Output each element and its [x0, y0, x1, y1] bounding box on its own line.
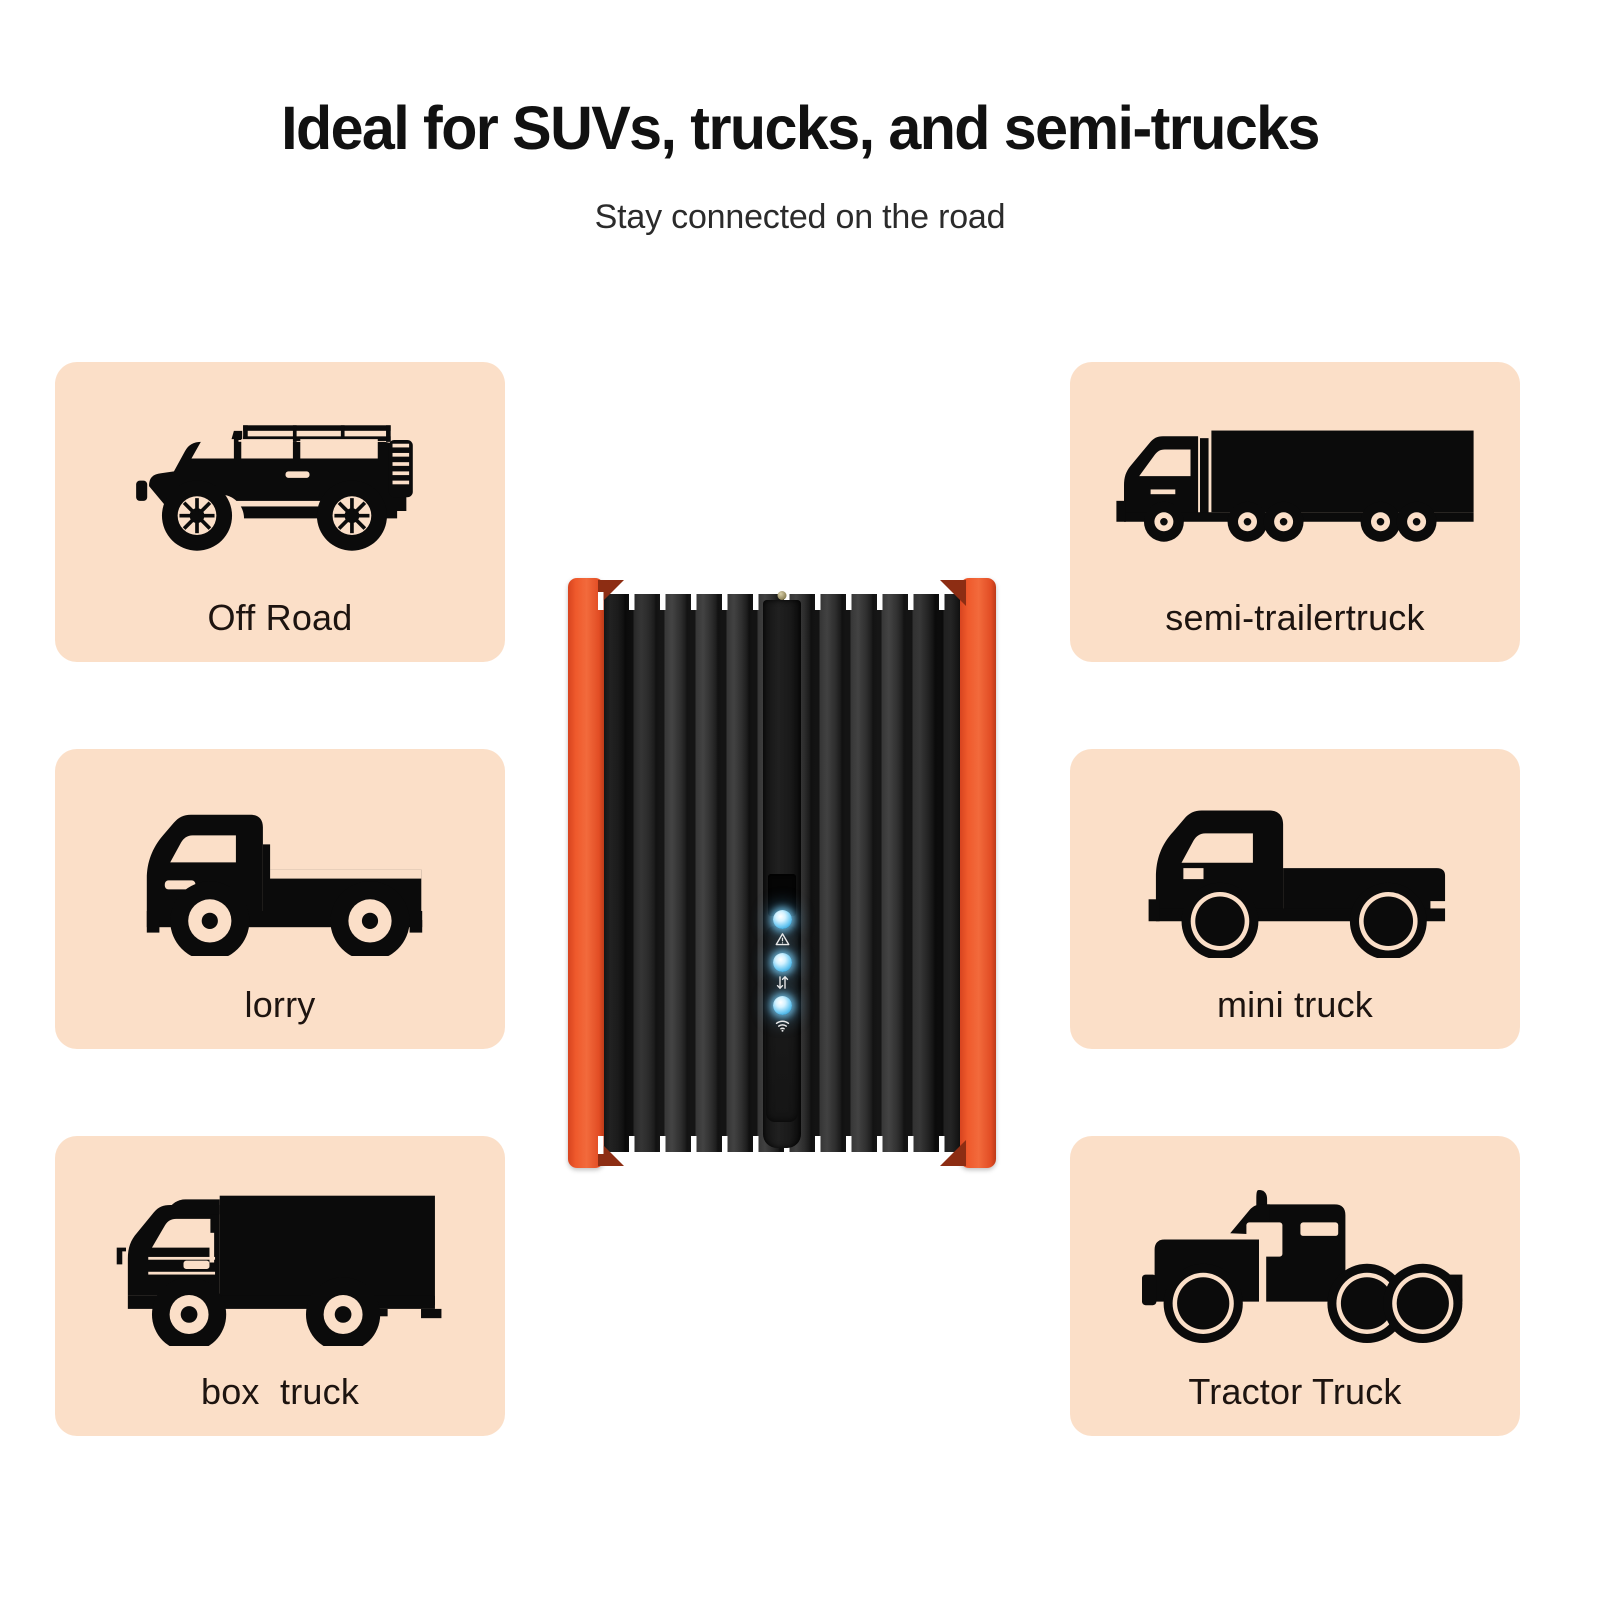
- vehicle-card-label: lorry: [244, 984, 316, 1025]
- vehicle-card-lorry[interactable]: lorry: [55, 749, 505, 1049]
- device-rail-left: [568, 578, 604, 1168]
- semi-trailer-truck-icon: [1070, 362, 1520, 600]
- wifi-led: [772, 996, 792, 1039]
- box-truck-icon: [55, 1136, 505, 1374]
- right-vehicle-column: semi-trailertruck: [1070, 362, 1520, 1436]
- device-port-window: [768, 874, 796, 916]
- device-led-group: [765, 910, 799, 1039]
- device-rail-right: [960, 578, 996, 1168]
- tractor-truck-icon: [1070, 1136, 1520, 1374]
- lorry-truck-icon: [55, 749, 505, 987]
- rugged-vehicle-router: [568, 578, 996, 1168]
- data-transfer-led-dot: [772, 953, 792, 972]
- header: Ideal for SUVs, trucks, and semi-trucks …: [0, 0, 1600, 237]
- device-top-screw: [777, 591, 787, 600]
- vehicle-card-label: Tractor Truck: [1188, 1371, 1402, 1412]
- warning-triangle-icon: [775, 932, 790, 947]
- vehicle-card-label: Off Road: [207, 597, 353, 638]
- vehicle-card-off-road[interactable]: Off Road: [55, 362, 505, 662]
- alert-led: [772, 910, 792, 953]
- vehicle-card-tractor-truck[interactable]: Tractor Truck: [1070, 1136, 1520, 1436]
- device-center-strip: [763, 600, 801, 1148]
- off-road-suv-icon: [55, 362, 505, 600]
- vehicle-card-label: mini truck: [1216, 984, 1374, 1025]
- vehicle-card-label: box truck: [200, 1371, 360, 1412]
- page-subtitle: Stay connected on the road: [594, 198, 1006, 237]
- wifi-led-dot: [772, 996, 792, 1015]
- wifi-icon: [775, 1018, 790, 1033]
- page-title: Ideal for SUVs, trucks, and semi-trucks: [281, 94, 1320, 162]
- vehicle-card-label: semi-trailertruck: [1165, 597, 1425, 638]
- vehicle-card-mini-truck[interactable]: mini truck: [1070, 749, 1520, 1049]
- vehicle-card-semi-trailer-truck[interactable]: semi-trailertruck: [1070, 362, 1520, 662]
- left-vehicle-column: Off Road: [55, 362, 505, 1436]
- data-transfer-icon: [775, 975, 790, 990]
- mini-truck-icon: [1070, 749, 1520, 987]
- vehicle-card-box-truck[interactable]: box truck: [55, 1136, 505, 1436]
- data-transfer-led: [772, 953, 792, 996]
- alert-led-dot: [772, 910, 792, 929]
